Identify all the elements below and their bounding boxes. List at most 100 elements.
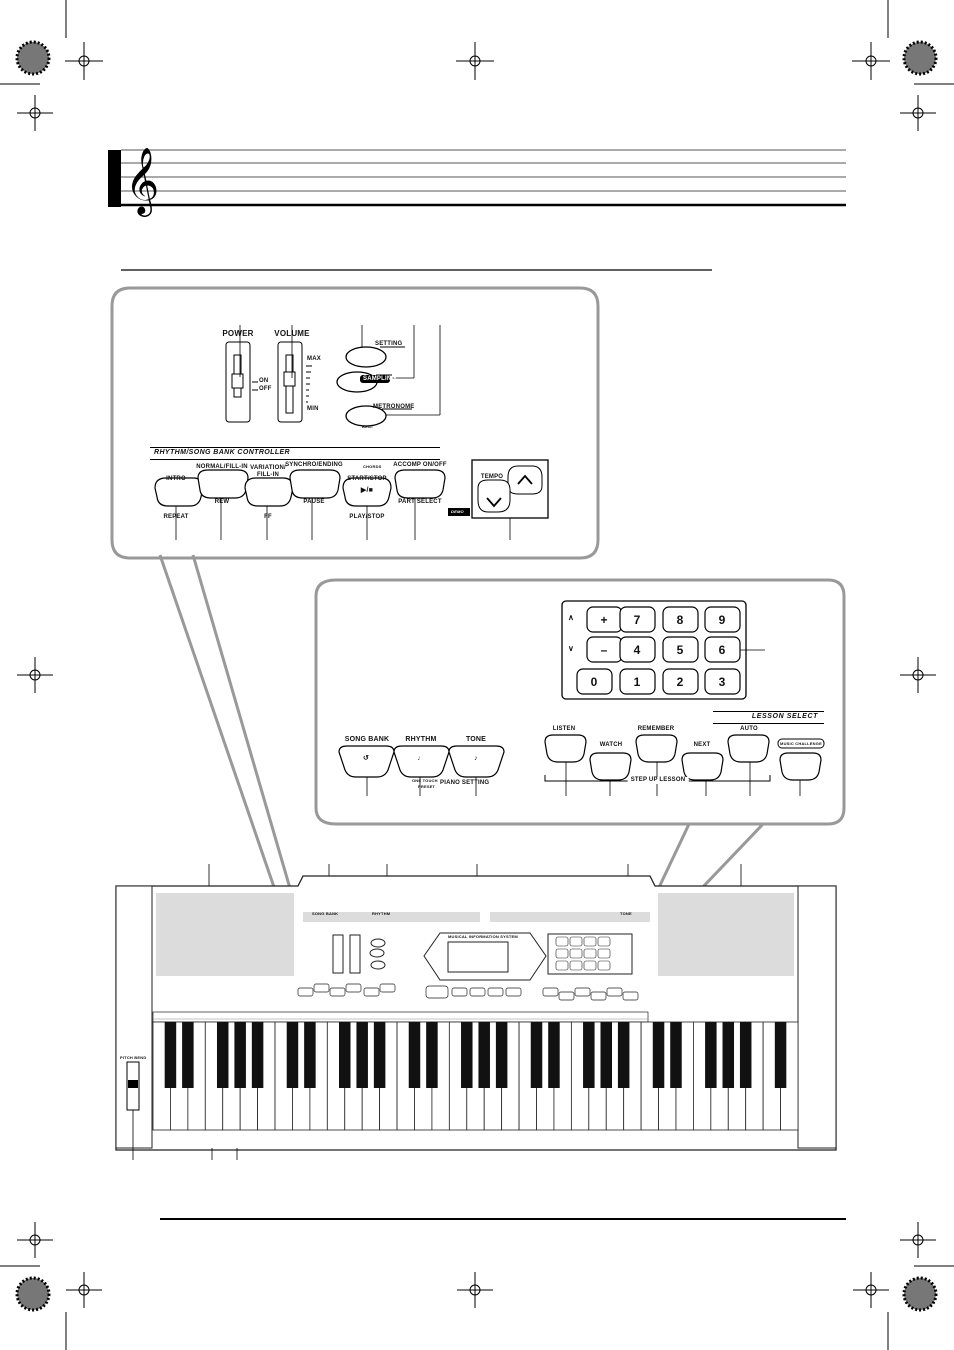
black-key (216, 1022, 229, 1088)
volume-max-label: MAX (307, 356, 321, 362)
black-key (304, 1022, 316, 1088)
step-up-lesson-label: STEP UP LESSON (627, 777, 689, 784)
auto-label: AUTO (740, 726, 758, 732)
power-label: POWER (222, 329, 254, 338)
crosshair-icon (457, 1272, 493, 1308)
black-key (652, 1022, 665, 1088)
drum-icon: ♩ (417, 755, 425, 762)
piano-setting-label: PIANO SETTING (440, 780, 490, 786)
remember-label: REMEMBER (637, 726, 675, 732)
digit-key: 0 (590, 675, 598, 689)
top-panel-callout (110, 286, 600, 560)
crosshair-icon (900, 95, 936, 131)
crosshair-icon (853, 1272, 889, 1308)
digit-key: 6 (718, 643, 726, 657)
song-bank-label: SONG BANK (344, 736, 390, 743)
keyboard-body (115, 864, 837, 1160)
play-stop-label: PLAY/STOP (349, 514, 385, 520)
black-key (722, 1022, 735, 1088)
digit-key: 4 (633, 643, 641, 657)
song-bank-icon: ↺ (362, 755, 370, 762)
play-stop-symbol: ▶/■ (360, 487, 374, 494)
digit-key: 7 (633, 613, 641, 627)
kb-tone-label: TONE (620, 911, 632, 916)
digit-key: – (600, 643, 608, 657)
tempo-label: TEMPO (480, 474, 504, 480)
digit-key: + (600, 613, 608, 627)
digit-key: 2 (676, 675, 684, 689)
black-key (617, 1022, 630, 1088)
black-key (478, 1022, 490, 1088)
digit-key: 9 (718, 613, 726, 627)
crosshair-icon (17, 657, 53, 693)
rhythm-controller-bar: RHYTHM/SONG BANK CONTROLLER (150, 447, 440, 460)
demo-label: DEMO (451, 509, 464, 514)
listen-label: LISTEN (552, 726, 576, 732)
power-on-label: ON (259, 378, 269, 384)
crosshair-icon (456, 42, 494, 80)
crosshair-icon (900, 657, 936, 693)
preset-label: PRESET (418, 784, 436, 789)
next-label: NEXT (693, 742, 711, 748)
black-key (234, 1022, 246, 1088)
up-arrow-icon: ∧ (568, 613, 575, 622)
black-key (182, 1022, 194, 1088)
kb-song-bank-label: SONG BANK (312, 911, 339, 916)
accomp-on-off-label: ACCOMP ON/OFF (393, 462, 447, 468)
intro-label: INTRO (166, 476, 186, 482)
black-key (739, 1022, 752, 1088)
black-key (774, 1022, 787, 1088)
crosshair-icon (17, 1222, 53, 1258)
rew-label: REW (214, 499, 230, 505)
normal-fill-in-label: NORMAL/FILL-IN (196, 464, 248, 470)
sampling-label: SAMPLING (363, 376, 397, 382)
digit-key: 1 (633, 675, 641, 689)
variation-fill-in-label: FILL-IN (256, 472, 280, 478)
ff-label: FF (264, 514, 272, 520)
crosshair-icon (17, 95, 53, 131)
black-key (339, 1022, 351, 1088)
digit-key: 8 (676, 613, 684, 627)
keyboard-keys (152, 1021, 799, 1131)
black-key (705, 1022, 717, 1088)
black-key (426, 1022, 438, 1088)
volume-label: VOLUME (274, 329, 310, 338)
black-key (408, 1022, 421, 1088)
rhythm-label: RHYTHM (405, 736, 437, 743)
black-key (583, 1022, 595, 1088)
black-key (251, 1022, 264, 1088)
crosshair-icon (900, 1222, 936, 1258)
crosshair-icon (852, 42, 890, 80)
kb-display-title: MUSICAL INFORMATION SYSTEM (448, 934, 518, 939)
pause-label: PAUSE (303, 499, 325, 505)
digit-key: 5 (676, 643, 684, 657)
start-stop-label: START/STOP (347, 476, 387, 482)
black-key (356, 1022, 368, 1088)
watch-label: WATCH (599, 742, 623, 748)
register-disc-icon (15, 40, 938, 1312)
synchro-ending-label: SYNCHRO/ENDING (285, 462, 343, 468)
down-arrow-icon: ∨ (568, 644, 575, 653)
pitch-bend-label: PITCH BEND (120, 1055, 147, 1060)
chords-label: CHORDS (363, 464, 382, 469)
variation-label: VARIATION/ (250, 465, 286, 471)
setting-label: SETTING (375, 341, 403, 347)
guitar-icon: ♪ (474, 755, 478, 762)
crosshair-icon (66, 1272, 102, 1308)
crosshair-icon (65, 42, 103, 80)
black-key (530, 1022, 543, 1088)
black-key (600, 1022, 612, 1088)
header-staff: 𝄞 (108, 146, 846, 217)
lesson-select-bar: LESSON SELECT (713, 711, 824, 724)
black-key (286, 1022, 299, 1088)
music-challenge-label: MUSIC CHALLENGE (780, 741, 822, 746)
metronome-label: METRONOME (373, 404, 415, 410)
black-key (495, 1022, 508, 1088)
power-off-label: OFF (259, 386, 272, 392)
black-key (548, 1022, 560, 1088)
black-key (670, 1022, 682, 1088)
part-select-label: PART SELECT (398, 499, 442, 505)
bottom-panel-callout (314, 578, 846, 826)
lesson-select-title: LESSON SELECT (751, 713, 818, 720)
